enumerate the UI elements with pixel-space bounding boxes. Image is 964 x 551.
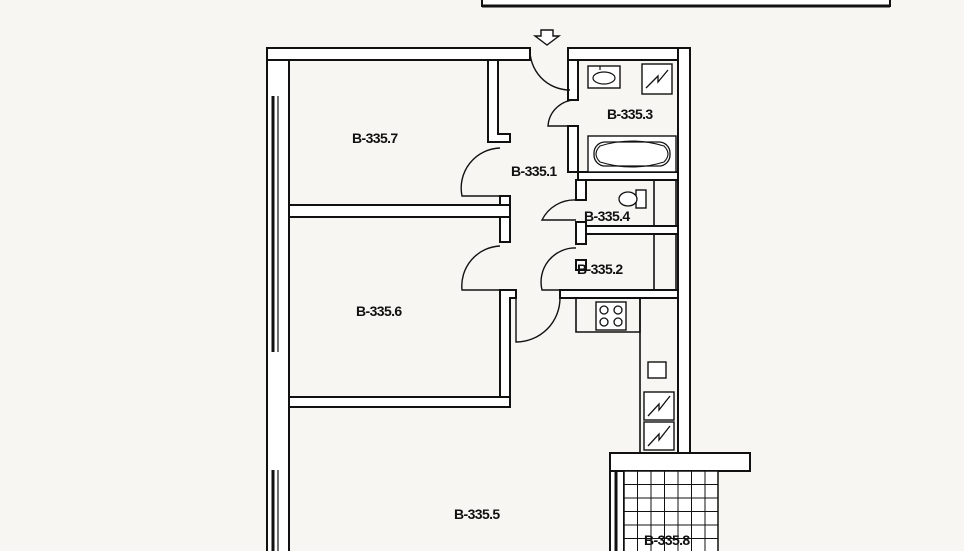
- stove-icon: [595, 301, 627, 331]
- toilet-icon: [618, 189, 647, 209]
- entrance-arrow-icon: [532, 29, 562, 46]
- room-label-b-335-2: B-335.2: [577, 261, 623, 277]
- room-label-b-335-7: B-335.7: [352, 130, 398, 146]
- title-block: [481, 0, 891, 8]
- electric-panel-icon: [641, 63, 673, 95]
- room-label-b-335-4: B-335.4: [584, 208, 630, 224]
- interior-walls: [288, 59, 679, 454]
- room-label-b-335-1: B-335.1: [511, 163, 557, 179]
- room-label-b-335-5: B-335.5: [454, 506, 500, 522]
- bathtub-icon: [587, 135, 677, 173]
- doors: [460, 47, 579, 343]
- room-label-b-335-3: B-335.3: [607, 106, 653, 122]
- fridge-icon: [647, 361, 667, 379]
- balcony: [609, 470, 719, 551]
- room-label-b-335-6: B-335.6: [356, 303, 402, 319]
- electric-panel-icon: [643, 391, 675, 451]
- room-label-b-335-8: B-335.8: [644, 532, 690, 548]
- sink-icon: [587, 65, 621, 89]
